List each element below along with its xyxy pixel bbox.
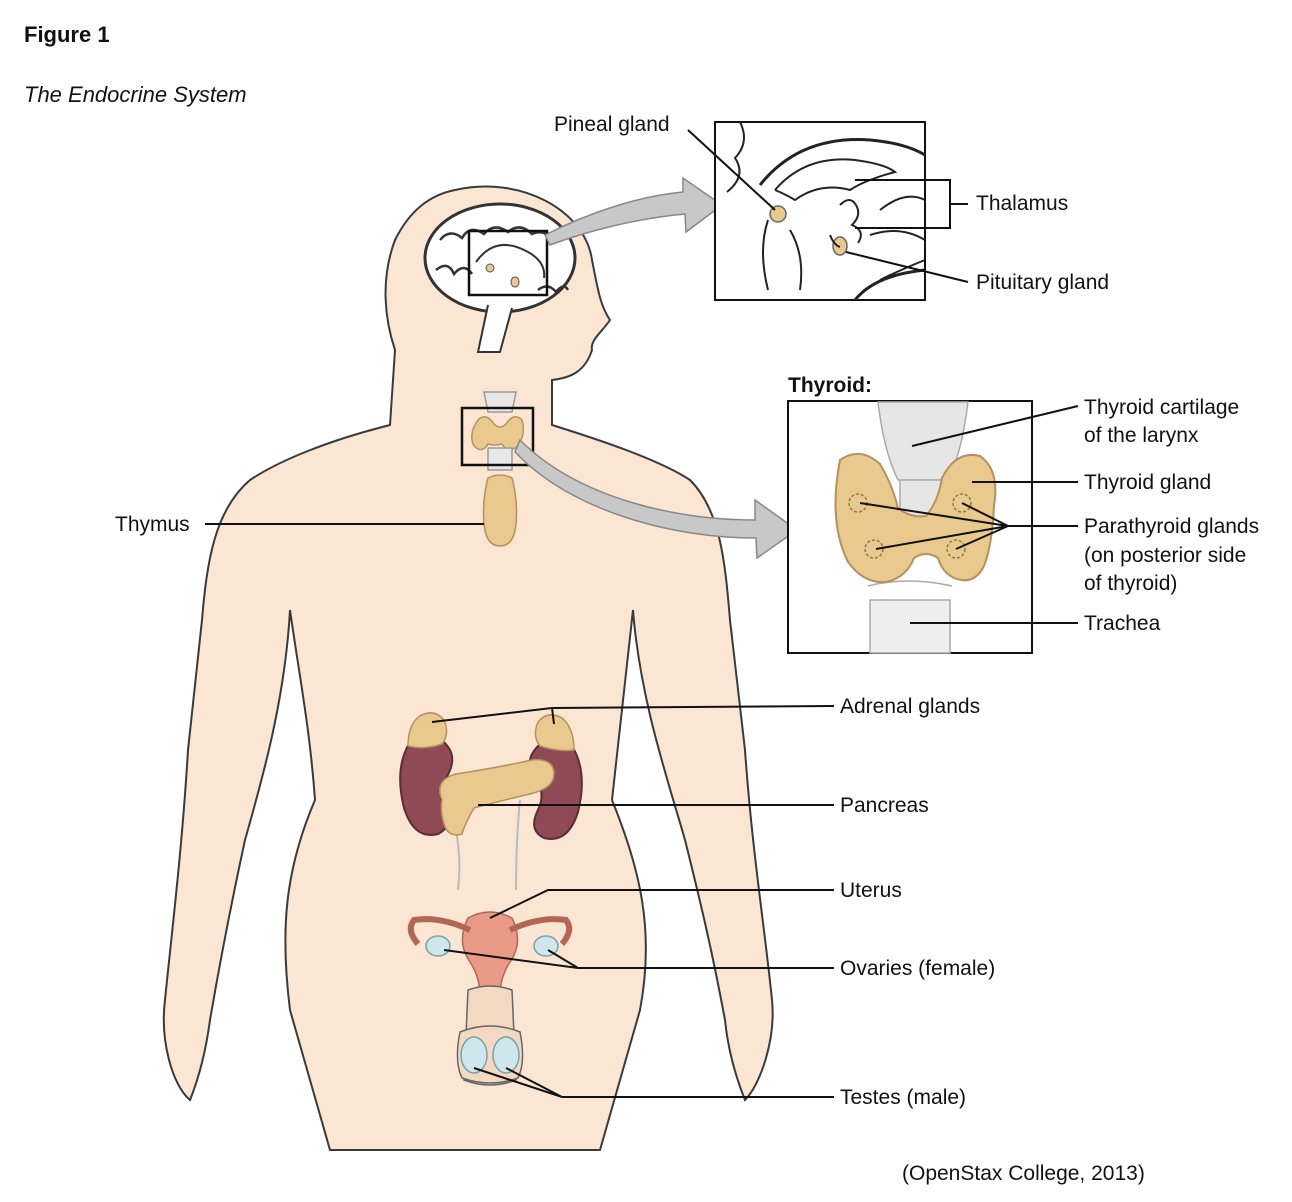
brain-zoom-box: [467, 229, 549, 297]
thalamus-bracket: [855, 179, 968, 229]
parathyroid-label-line2: (on posterior side: [1084, 544, 1246, 567]
uterus-leader: [489, 889, 834, 919]
testes-label: Testes (male): [840, 1086, 966, 1109]
ovaries-leader: [443, 949, 834, 969]
right-ovary: [533, 935, 559, 957]
adrenal-label: Adrenal glands: [840, 695, 980, 718]
brain-inset-arrow: [543, 176, 724, 246]
thyroid-inset-arrow: [514, 438, 799, 560]
trachea-label: Trachea: [1084, 612, 1161, 635]
adrenal-leader: [431, 705, 835, 725]
figure-title: The Endocrine System: [24, 82, 247, 107]
brain-inset: [714, 121, 926, 301]
thyroid-inset: [787, 400, 1033, 654]
pineal-leader: [687, 129, 776, 211]
neck-zoom-box: [460, 406, 535, 467]
thyroid-gland-label: Thyroid gland: [1084, 471, 1211, 494]
thymus-organ: [482, 474, 518, 547]
parathyroid-label-line3: of thyroid): [1084, 572, 1177, 595]
figure-number: Figure 1: [24, 22, 110, 47]
thyroid-cartilage-label-line1: Thyroid cartilage: [1084, 396, 1239, 419]
pineal-label: Pineal gland: [554, 113, 670, 136]
thyroid-cartilage-leader: [911, 405, 1079, 447]
thyroid-heading: Thyroid:: [788, 374, 872, 397]
pituitary-label: Pituitary gland: [976, 271, 1109, 294]
left-testis: [460, 1036, 488, 1074]
thymus-label: Thymus: [115, 513, 190, 536]
left-ovary: [425, 935, 451, 957]
neck-trachea: [487, 447, 513, 471]
figure-credit: (OpenStax College, 2013): [902, 1162, 1145, 1185]
fallopian-tubes: [407, 916, 573, 946]
parathyroid-label-line1: Parathyroid glands: [1084, 515, 1259, 538]
uterus-label: Uterus: [840, 879, 902, 902]
right-adrenal: [534, 714, 575, 752]
ovaries-label: Ovaries (female): [840, 957, 995, 980]
pancreas-organ: [439, 759, 555, 836]
pancreas-label: Pancreas: [840, 794, 929, 817]
brainstem: [476, 304, 513, 353]
thalamus-label: Thalamus: [976, 192, 1068, 215]
parathyroid-leaders: [859, 502, 1078, 550]
thyroid-cartilage-label-line2: of the larynx: [1084, 424, 1199, 447]
pituitary-leader: [845, 251, 969, 283]
testes-leader: [473, 1067, 834, 1098]
right-testis: [492, 1036, 520, 1074]
body-silhouette: [162, 185, 774, 1151]
